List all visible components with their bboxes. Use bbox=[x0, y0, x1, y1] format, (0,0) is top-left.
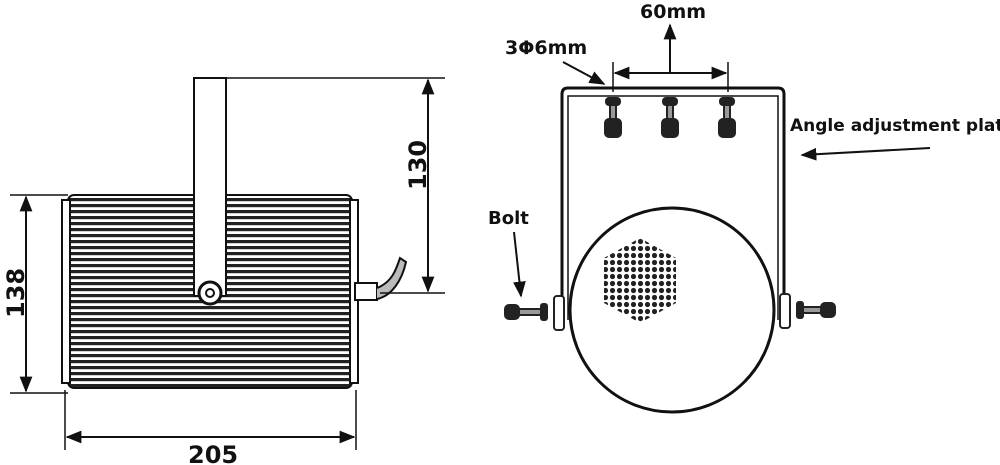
speaker-face bbox=[568, 206, 776, 414]
height-label: 138 bbox=[2, 268, 30, 318]
grille bbox=[604, 238, 676, 323]
mount-bracket bbox=[193, 77, 227, 297]
bolt-label: Bolt bbox=[488, 208, 529, 229]
cable-gland bbox=[354, 282, 378, 301]
bracket-height-label: 130 bbox=[404, 140, 432, 190]
width-label: 205 bbox=[188, 441, 238, 465]
hole-spec-label: 3Φ6mm bbox=[505, 37, 587, 59]
side-bolts bbox=[504, 293, 836, 331]
angle-adjustment-plate bbox=[560, 86, 786, 320]
hole-spacing-label: 60mm bbox=[640, 1, 706, 23]
top-bolts bbox=[604, 97, 736, 138]
plate-label: Angle adjustment plate bbox=[790, 116, 1000, 136]
front-view bbox=[504, 23, 931, 414]
side-view bbox=[10, 77, 445, 450]
